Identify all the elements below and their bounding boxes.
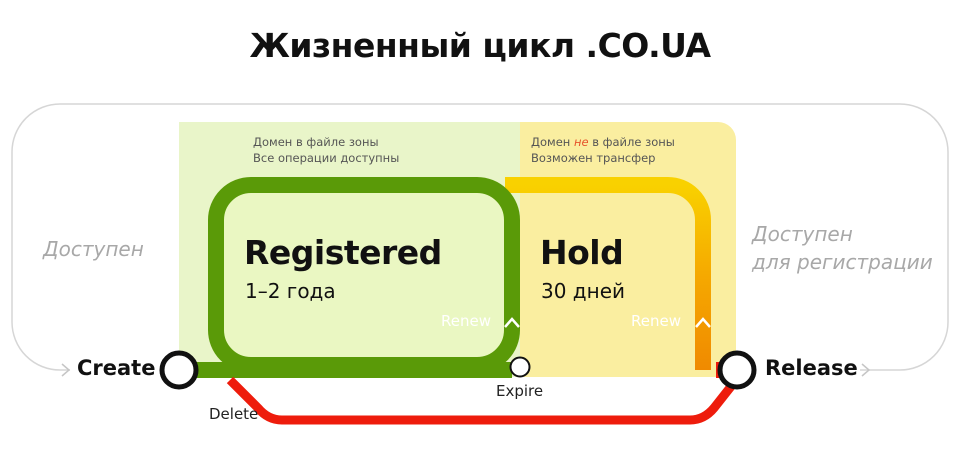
renew-registered-chevron-icon (504, 317, 520, 328)
registered-duration: 1–2 года (245, 279, 336, 303)
hold-loop (505, 177, 711, 370)
registered-loop (208, 177, 520, 373)
release-label: Release (765, 356, 858, 380)
not-in-zone-prefix: Домен (531, 135, 574, 149)
registered-label: Registered (244, 233, 442, 272)
available-right-label: Доступен для регистрации (752, 220, 933, 276)
not-in-zone-emphasis: не (573, 135, 589, 149)
not-in-zone-note: Домен не в файле зоны Возможен трансфер (531, 134, 675, 166)
delete-path (226, 367, 748, 425)
not-in-zone-suffix: в файле зоны (588, 135, 675, 149)
right-exit-arrow-icon (861, 363, 871, 377)
in-zone-note-line2: Все операции доступны (253, 151, 400, 165)
in-zone-note: Домен в файле зоны Все операции доступны (253, 134, 399, 166)
hold-duration: 30 дней (541, 279, 626, 303)
renew-registered-label: Renew (441, 312, 491, 330)
release-node (717, 350, 757, 390)
create-label: Create (77, 356, 156, 380)
available-right-line1: Доступен (752, 222, 853, 246)
renew-hold-chevron-icon (695, 317, 711, 328)
in-zone-note-line1: Домен в файле зоны (253, 135, 379, 149)
create-node (159, 350, 199, 390)
available-loop-line (11, 103, 949, 371)
renew-hold-label: Renew (631, 312, 681, 330)
expire-node (509, 356, 531, 378)
not-in-zone-note-line1: Домен не в файле зоны (531, 134, 675, 150)
available-left-label: Доступен (43, 237, 144, 261)
not-in-zone-note-line2: Возможен трансфер (531, 151, 656, 165)
available-right-line2: для регистрации (752, 250, 933, 274)
hold-label: Hold (540, 233, 624, 272)
left-entry-arrow-icon (61, 363, 71, 377)
expire-label: Expire (496, 382, 544, 400)
diagram-title: Жизненный цикл .CO.UA (249, 26, 711, 65)
delete-label: Delete (209, 405, 259, 423)
